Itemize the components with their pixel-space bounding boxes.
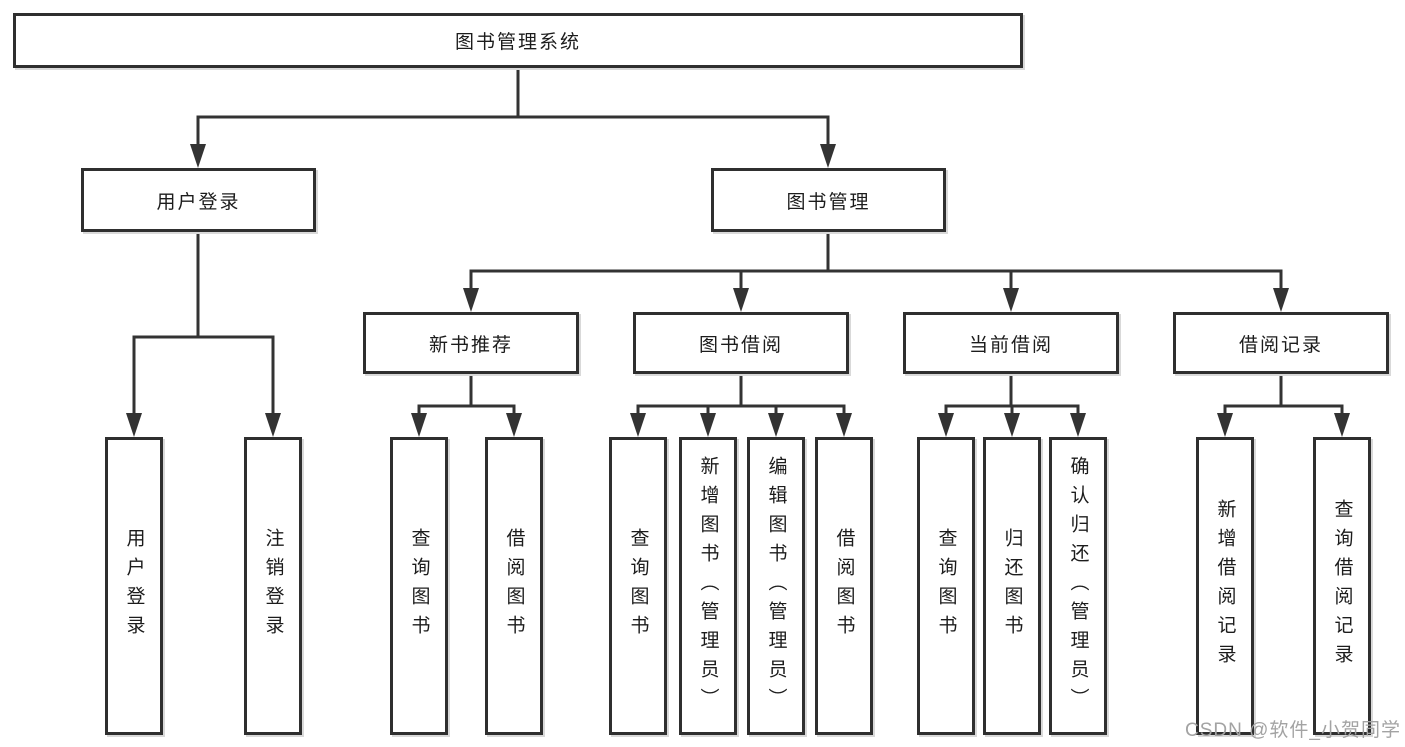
leaf-nb-query-books: 查询图书 [390,437,448,735]
node-book-management: 图书管理 [711,168,946,232]
leaf-user-login: 用户登录 [105,437,163,735]
leaf-label: 归还图书 [1001,528,1023,644]
node-new-book-recommend: 新书推荐 [363,312,579,374]
leaf-label: 用户登录 [123,528,145,644]
node-current-borrow: 当前借阅 [903,312,1119,374]
leaf-label: 新增借阅记录 [1214,499,1236,673]
leaf-label: 查询图书 [408,528,430,644]
leaf-label: 查询图书 [627,528,649,644]
leaf-label: 借阅图书 [833,528,855,644]
leaf-label: 查询借阅记录 [1331,499,1353,673]
node-library-system: 图书管理系统 [13,13,1023,68]
leaf-bb-query-books: 查询图书 [609,437,667,735]
leaf-label: 新增图书（管理员） [697,455,719,717]
leaf-cb-query-books: 查询图书 [917,437,975,735]
leaf-br-query-record: 查询借阅记录 [1313,437,1371,735]
leaf-logout: 注销登录 [244,437,302,735]
node-user-login: 用户登录 [81,168,316,232]
leaf-cb-confirm-return-admin: 确认归还（管理员） [1049,437,1107,735]
leaf-br-add-record: 新增借阅记录 [1196,437,1254,735]
node-book-borrow: 图书借阅 [633,312,849,374]
leaf-bb-add-books-admin: 新增图书（管理员） [679,437,737,735]
csdn-watermark: CSDN @软件_小贺同学 [1185,720,1401,741]
leaf-label: 借阅图书 [503,528,525,644]
leaf-label: 确认归还（管理员） [1067,455,1089,717]
leaf-bb-borrow-books: 借阅图书 [815,437,873,735]
leaf-bb-edit-books-admin: 编辑图书（管理员） [747,437,805,735]
leaf-label: 查询图书 [935,528,957,644]
leaf-cb-return-books: 归还图书 [983,437,1041,735]
leaf-nb-borrow-books: 借阅图书 [485,437,543,735]
node-borrow-records: 借阅记录 [1173,312,1389,374]
leaf-label: 注销登录 [262,528,284,644]
leaf-label: 编辑图书（管理员） [765,455,787,717]
